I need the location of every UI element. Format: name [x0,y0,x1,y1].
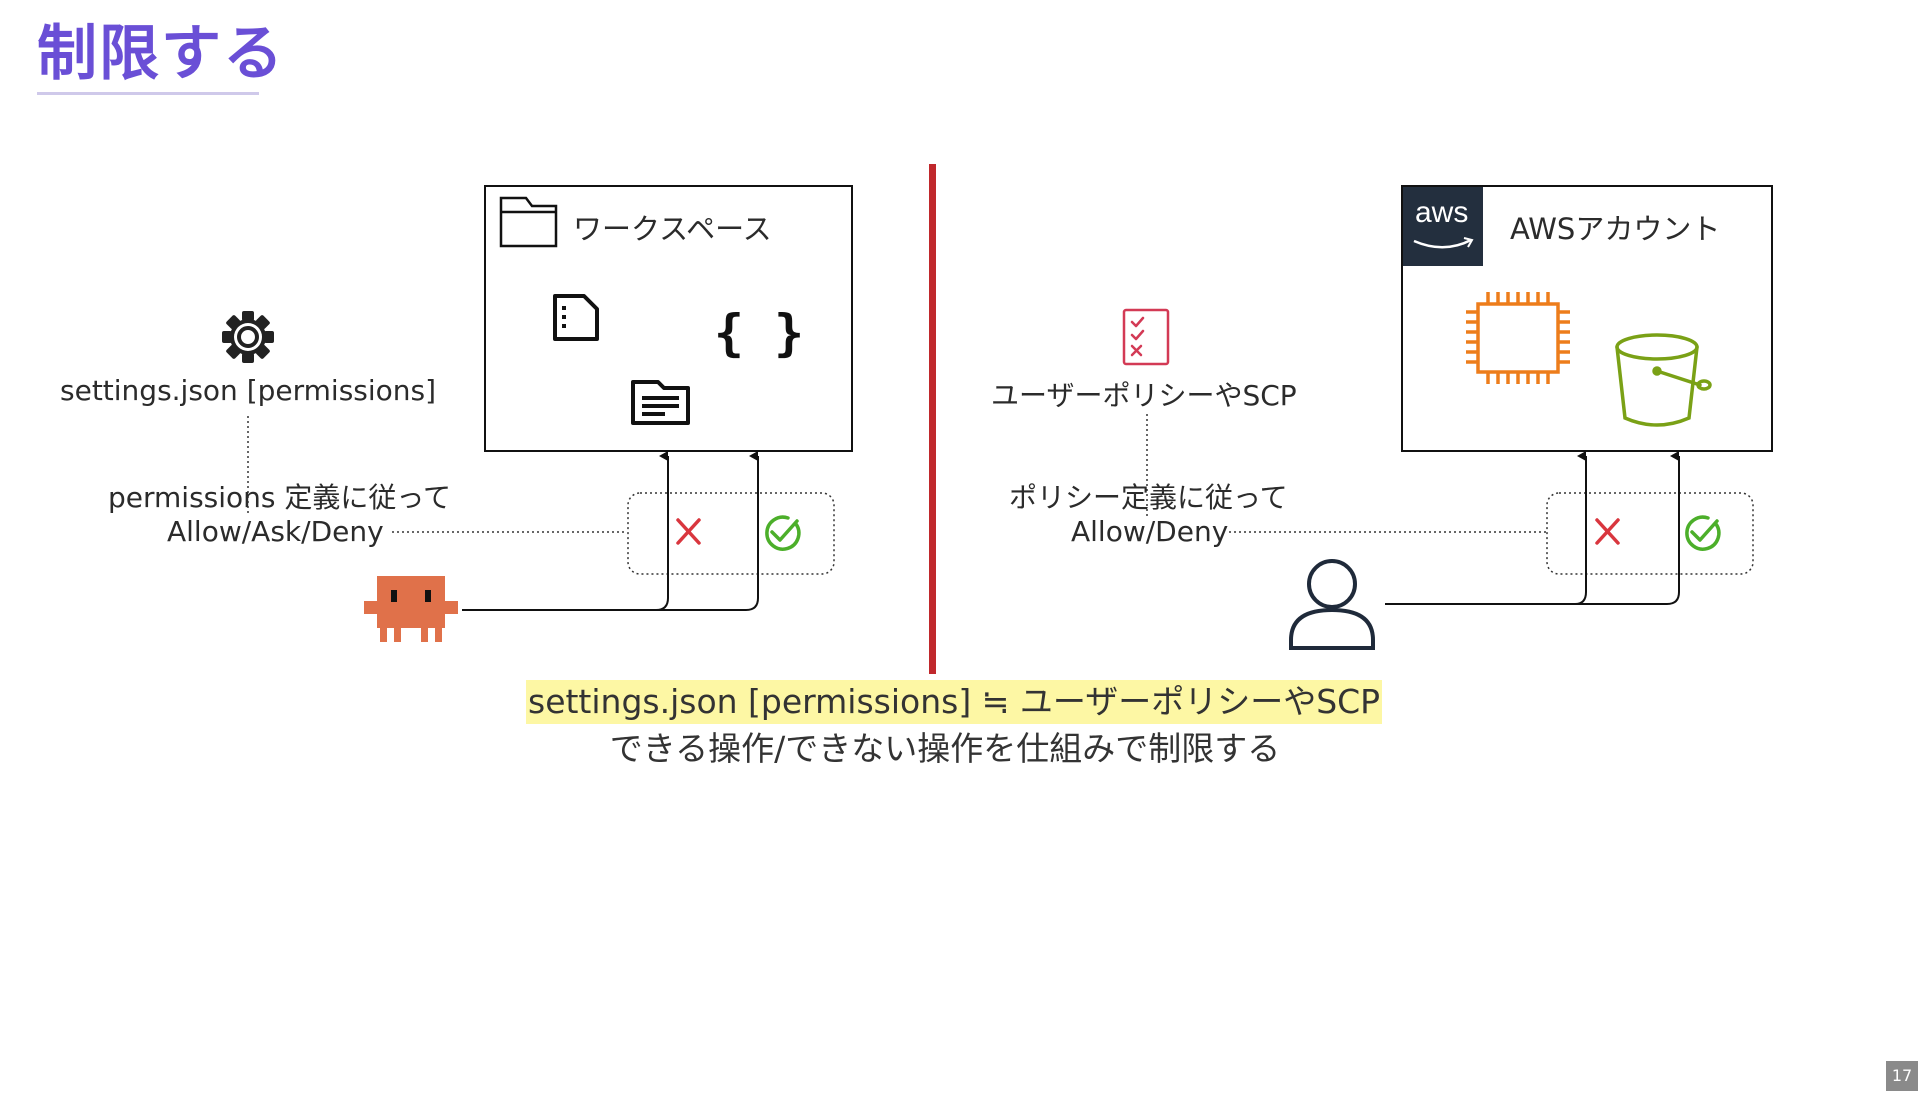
deny-icon [676,518,701,545]
rule-label-left-line2: Allow/Ask/Deny [167,515,384,548]
pixel-agent-icon [364,576,458,642]
aws-smile-icon [1413,238,1472,249]
aws-account-title: AWSアカウント [1510,212,1721,246]
page-number: 17 [1886,1061,1918,1091]
json-braces-icon: { } [714,304,804,362]
caption-highlight: settings.json [permissions] ≒ ユーザーポリシーやS… [526,680,1383,724]
request-arrow-allow-right [1575,451,1680,605]
rule-label-right-line2: Allow/Deny [1071,515,1229,548]
deny-icon [1595,518,1620,545]
folder-icon [499,196,558,248]
user-icon [1289,559,1375,650]
request-arrow-deny-right [1385,451,1587,605]
policy-label: ユーザーポリシーやSCP [991,379,1297,412]
aws-smile-arrow [1463,237,1474,248]
divider-line [929,164,936,674]
rule-label-right-line1: ポリシー定義に従って [1009,481,1288,514]
settings-label: settings.json [permissions] [60,374,437,407]
rule-label-left-line1: permissions 定義に従って [108,481,451,514]
aws-logo-badge [1403,187,1483,266]
checklist-icon [1122,308,1170,366]
gear-icon [222,311,274,363]
request-arrow-allow-left [656,451,759,611]
allow-check-icon [765,515,801,551]
file-icon [553,294,599,341]
svg-text:{ }: { } [714,304,804,362]
title-underline [37,92,259,95]
request-arrow-deny-left [462,451,669,611]
aws-logo-text: aws [1415,196,1469,229]
permission-gate-right [1546,492,1754,575]
allow-check-icon [1685,515,1721,551]
slide-title: 制限する [37,19,285,89]
bucket-icon [1615,333,1712,427]
caption-subtitle: できる操作/できない操作を仕組みで制限する [609,729,1281,768]
chip-icon [1466,292,1570,384]
permission-gate-left [627,492,835,575]
document-icon [631,380,690,425]
workspace-title: ワークスペース [573,212,772,246]
